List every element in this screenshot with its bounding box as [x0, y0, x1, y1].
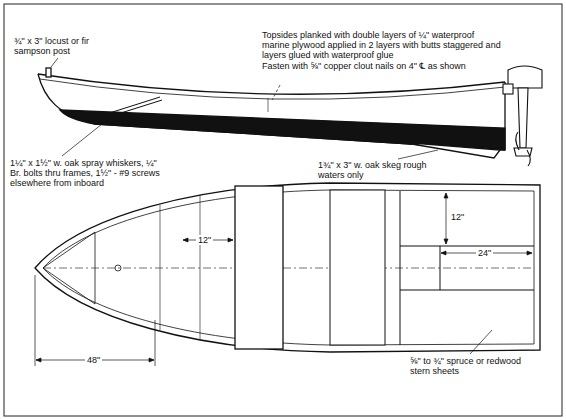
leader-lines — [51, 58, 492, 354]
keel-line — [38, 74, 505, 150]
outboard-motor — [503, 66, 542, 166]
sheer-line — [38, 74, 505, 94]
gunwale-line — [40, 79, 505, 99]
fastening-note: Fasten with ⅝" copper clout nails on 4" … — [262, 61, 502, 71]
construction-note: Topsides planked with double layers of ¼… — [262, 30, 502, 60]
bottom-paint — [60, 110, 505, 150]
centerline — [43, 268, 534, 269]
stern-sheets — [440, 246, 534, 290]
dimension: 12" — [449, 212, 466, 222]
dimension: 48" — [85, 355, 102, 365]
part-note: 1¼" x 1½" w. oak spray whiskers, ¼" Br. … — [10, 158, 170, 188]
dimension: 24" — [476, 248, 493, 258]
hull-profile — [38, 68, 505, 158]
part-note: ¾" x 3" locust or fir sampson post — [14, 36, 96, 56]
gunwale-inner — [43, 190, 534, 345]
skeg — [400, 142, 500, 158]
part-note: 1¾" x 3" w. oak skeg rough waters only — [318, 160, 430, 180]
bow-deck — [43, 232, 95, 304]
frame-mark — [268, 98, 269, 112]
spray-whisker — [100, 97, 162, 119]
aft-thwart — [330, 190, 385, 345]
dimension: 12" — [196, 235, 213, 245]
plan-outline — [35, 183, 540, 352]
frame-border — [4, 4, 562, 416]
part-note: ⅝" to ¾" spruce or redwood stern sheets — [410, 356, 540, 376]
mast-step — [115, 265, 121, 271]
sampson-post — [46, 68, 51, 77]
frame-lines — [160, 195, 200, 340]
midship-thwart — [235, 186, 283, 349]
hull-plan — [35, 183, 540, 352]
dimension-lines — [35, 193, 532, 366]
stern-sheets-frame — [400, 191, 440, 345]
